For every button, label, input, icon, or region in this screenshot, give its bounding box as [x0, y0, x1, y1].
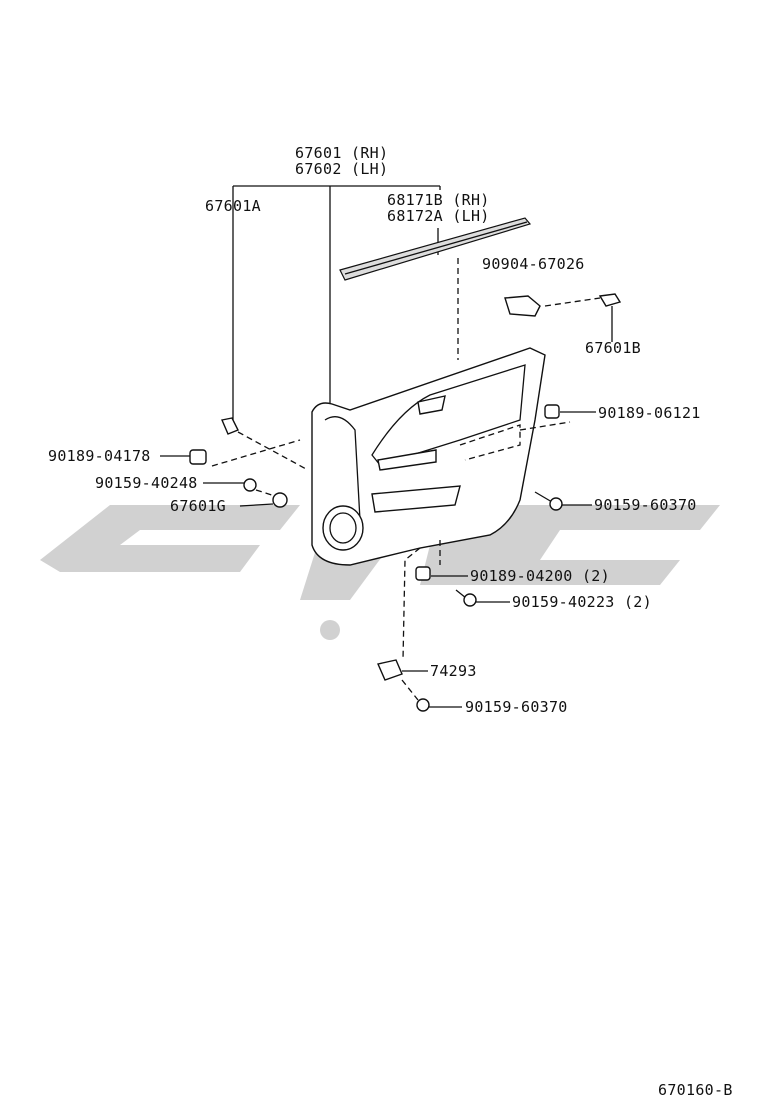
panel-leader-lines [232, 185, 459, 420]
label-90159-60370-right: 90159-60370 [594, 496, 697, 514]
label-67601b: 67601B [585, 339, 641, 357]
clip-90189-04200 [415, 540, 468, 581]
inner-handle-part [504, 293, 622, 342]
bracket-74293 [377, 547, 428, 681]
label-67602-lh: 67602 (LH) [295, 160, 389, 178]
label-67601a: 67601A [205, 197, 261, 215]
screw-90159-60370-right [534, 491, 592, 511]
cap-67601g [239, 489, 288, 508]
screw-90159-60370-bottom [401, 679, 462, 712]
clip-67601a [221, 417, 309, 471]
label-68172a-lh: 68172A (LH) [387, 207, 490, 225]
label-90159-40248: 90159-40248 [95, 474, 198, 492]
label-90904-67026: 90904-67026 [482, 255, 585, 273]
reference-code: 670160-B [658, 1081, 733, 1099]
clip-90189-06121 [519, 404, 596, 431]
label-68171b-rh: 68171B (RH) [387, 191, 490, 209]
door-weatherstrip [339, 217, 532, 281]
label-90159-60370-bottom: 90159-60370 [465, 698, 568, 716]
label-90189-04178: 90189-04178 [48, 447, 151, 465]
label-90189-06121: 90189-06121 [598, 404, 701, 422]
clip-90189-04178 [160, 439, 301, 467]
label-90189-04200: 90189-04200 (2) [470, 567, 610, 585]
label-74293: 74293 [430, 662, 477, 680]
label-67601g: 67601G [170, 497, 226, 515]
label-90159-40223: 90159-40223 (2) [512, 593, 652, 611]
screw-90159-40248 [203, 478, 257, 492]
screw-90159-40223 [455, 589, 510, 607]
label-67601-rh: 67601 (RH) [295, 144, 389, 162]
door-trim-panel [311, 347, 546, 566]
